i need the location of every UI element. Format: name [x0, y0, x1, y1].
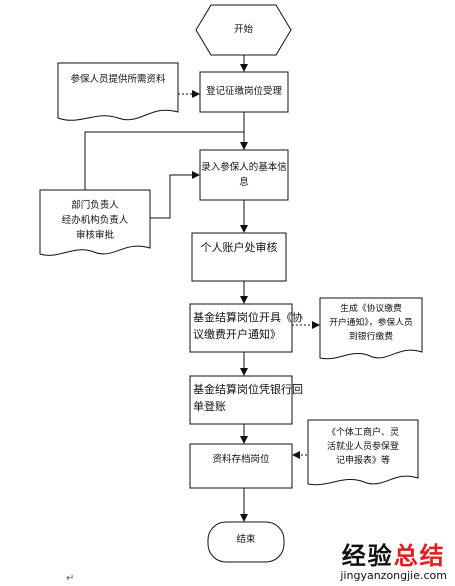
- issue-notice-step-label: 基金结算岗位开具《协 议缴费开户通知》: [193, 309, 303, 343]
- archive-box: [189, 443, 293, 489]
- watermark-brand-part-b: 总结: [393, 542, 446, 570]
- approval-line-2: 经办机构负责人: [61, 215, 129, 226]
- forms-line-3: 记申报表》等: [335, 456, 390, 466]
- archive-step-label: 资料存档岗位: [212, 454, 270, 465]
- issue-notice-line-1: 基金结算岗位开具《协: [193, 311, 303, 324]
- bank-receipt-line-2: 单登账: [193, 400, 226, 413]
- end-node-shape: [207, 521, 285, 563]
- issue-notice-line-2: 议缴费开户通知》: [193, 328, 281, 341]
- materials-document-label: 参保人员提供所需资料: [70, 74, 166, 85]
- notice-document-shape: [319, 297, 423, 360]
- approval-line-3: 审核审批: [75, 230, 114, 241]
- forms-line-1: 《个体工商户、灵: [326, 428, 399, 438]
- watermark-brand: 经验总结: [340, 543, 447, 569]
- forms-line-2: 活就业人员参保登: [326, 442, 399, 452]
- materials-document-shape: [57, 62, 179, 121]
- end-node-label: 结束: [236, 534, 256, 545]
- audit-step-label: 个人账户处审核: [200, 241, 278, 254]
- start-node-label: 开始: [233, 24, 253, 35]
- forms-document-shape: [307, 419, 419, 486]
- approval-loop-line: [84, 131, 244, 190]
- notice-line-2: 开户通知》，参保人员: [329, 318, 413, 328]
- audit-box: [191, 232, 287, 282]
- watermark-brand-part-a: 经验: [341, 542, 394, 570]
- enter-info-step-label: 录入参保人的基本信 息: [200, 160, 288, 190]
- approval-return-arrow: [150, 171, 200, 219]
- bank-receipt-line-1: 基金结算岗位凭银行回: [193, 383, 303, 396]
- approval-line-1: 部门负责人: [71, 200, 119, 211]
- enter-info-line-1: 录入参保人的基本信: [201, 162, 287, 173]
- paragraph-mark: ↵: [66, 573, 75, 584]
- bank-receipt-step-label: 基金结算岗位凭银行回 单登账: [193, 381, 303, 415]
- issue-notice-box: [189, 303, 293, 353]
- approval-document-label: 部门负责人 经办机构负责人 审核审批: [40, 198, 150, 243]
- register-box: [199, 71, 289, 113]
- bank-receipt-box: [189, 375, 293, 425]
- register-step-label: 登记征缴岗位受理: [205, 86, 282, 97]
- notice-line-1: 生成《协议缴费: [340, 304, 402, 314]
- enter-info-line-2: 息: [239, 177, 249, 188]
- notice-document-label: 生成《协议缴费 开户通知》，参保人员 到银行缴费: [320, 302, 422, 344]
- site-watermark: 经验总结 jingyanzongjie.com: [340, 543, 447, 582]
- notice-line-3: 到银行缴费: [349, 332, 393, 342]
- approval-document-shape: [39, 189, 151, 256]
- start-node-shape: [195, 4, 292, 56]
- forms-document-label: 《个体工商户、灵 活就业人员参保登 记申报表》等: [308, 426, 418, 468]
- watermark-url: jingyanzongjie.com: [340, 569, 447, 582]
